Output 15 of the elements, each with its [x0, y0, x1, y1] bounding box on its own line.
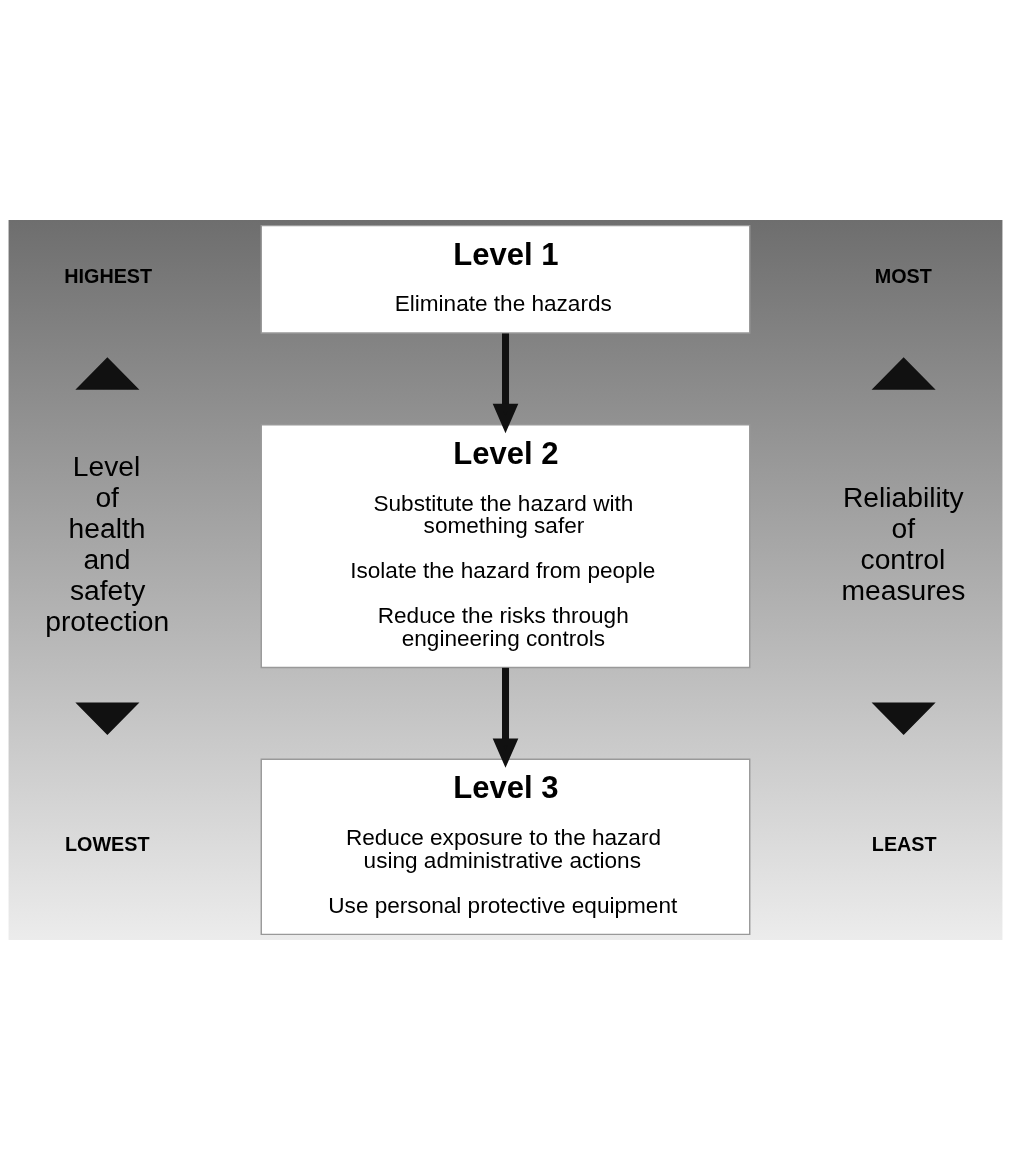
label: LOWEST: [65, 832, 150, 855]
node-box: Level 3 Reduce exposure to the hazard using administrative actions Use personal protective equipment: [260, 758, 751, 935]
arrow: [492, 333, 519, 433]
arrow: [492, 667, 519, 768]
node-chevron: [871, 356, 936, 390]
label: Level of health and safety protection: [45, 449, 170, 637]
label: LEAST: [871, 832, 937, 855]
node-chevron: [871, 701, 936, 735]
label: MOST: [874, 264, 932, 287]
node-box: Level 1 Eliminate the hazards: [260, 224, 751, 334]
node-chevron: [75, 356, 140, 390]
node-box: Level 2 Substitute the hazard with something safer Isolate the hazard from people Reduce the risks through engineering controls: [260, 423, 751, 668]
label: Reliability of control measures: [841, 480, 966, 606]
label: HIGHEST: [64, 264, 153, 287]
node-chevron: [75, 701, 140, 735]
